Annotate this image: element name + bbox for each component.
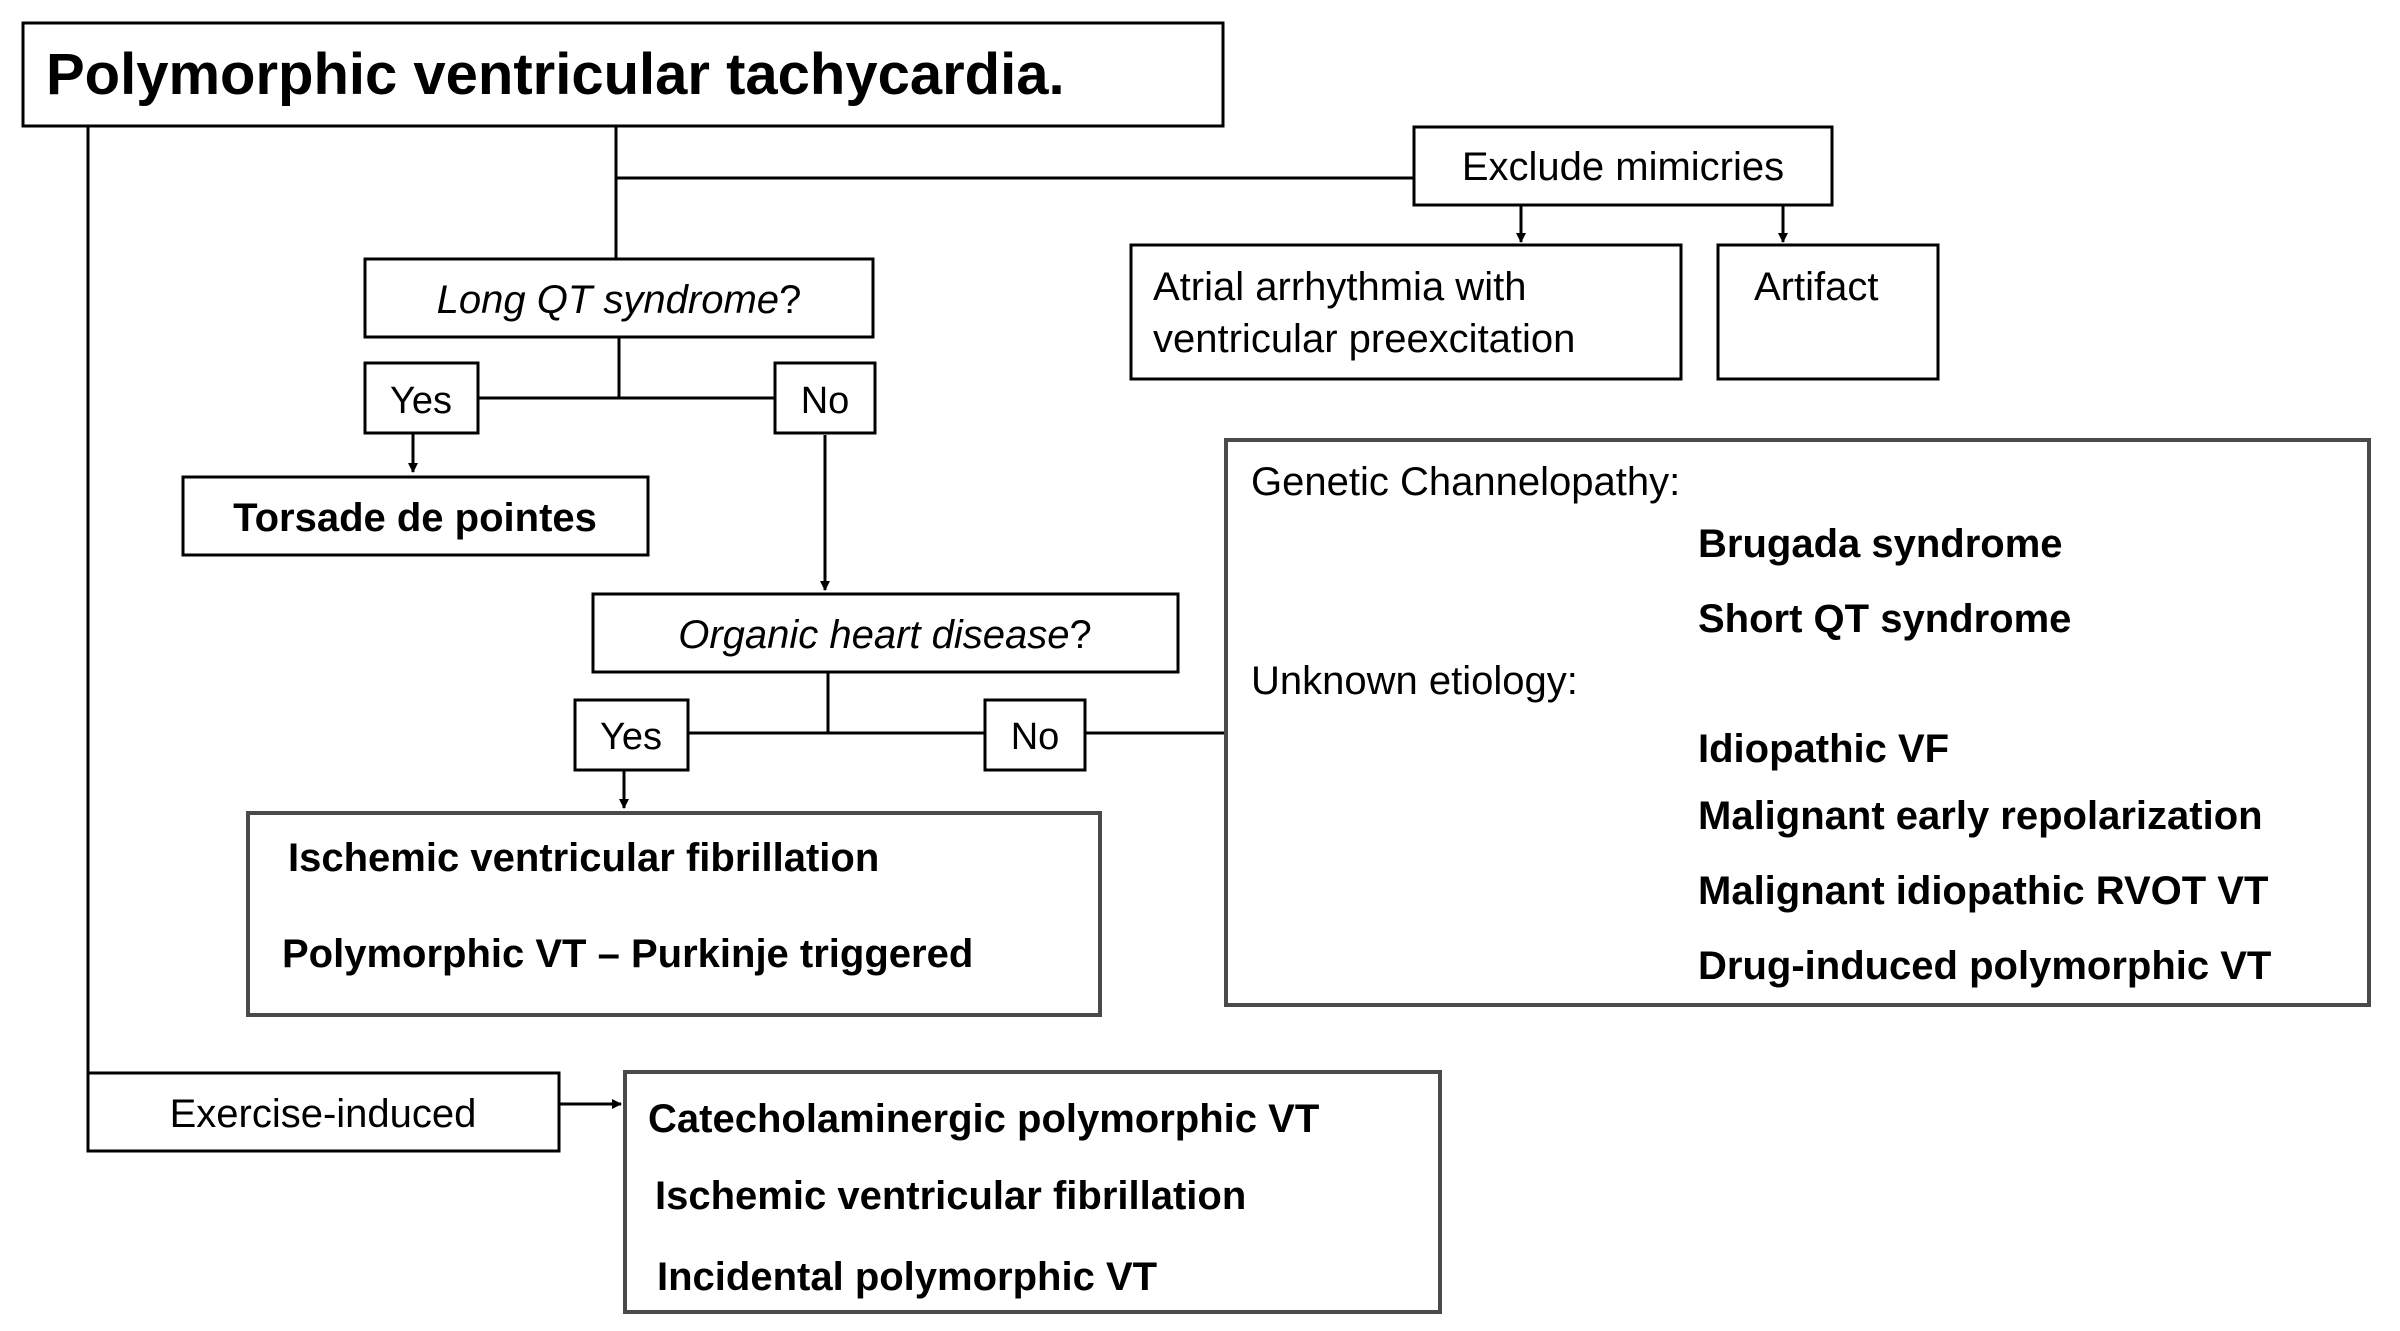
organic-yes-label: Yes	[600, 716, 662, 758]
organic-no-label: No	[1011, 716, 1060, 758]
organic-yes-node: Yes	[573, 698, 690, 772]
longqt-yes-label: Yes	[390, 380, 452, 422]
exercise-result-incidental: Incidental polymorphic VT	[657, 1255, 1157, 1299]
page-title: Polymorphic ventricular tachycardia.	[46, 42, 1065, 107]
exercise-results-node: Catecholaminergic polymorphic VT Ischemi…	[623, 1070, 1442, 1314]
torsade-label: Torsade de pointes	[233, 496, 597, 540]
genetic-heading: Genetic Channelopathy:	[1251, 460, 1680, 504]
unknown-heading: Unknown etiology:	[1251, 659, 1578, 703]
connectors	[86, 126, 1788, 1109]
genetic-node: Genetic Channelopathy: Brugada syndrome …	[1224, 438, 2371, 1007]
unknown-item-idiopathic-vf: Idiopathic VF	[1698, 727, 1949, 771]
exercise-result-cpvt: Catecholaminergic polymorphic VT	[648, 1097, 1319, 1141]
atrial-line-2: ventricular preexcitation	[1153, 317, 1575, 361]
torsade-node: Torsade de pointes	[181, 475, 650, 557]
artifact-node: Artifact	[1716, 243, 1940, 381]
longqt-no-node: No	[773, 361, 877, 435]
ischemic-line-1: Ischemic ventricular fibrillation	[288, 836, 879, 880]
exclude-node: Exclude mimicries	[1412, 125, 1834, 207]
artifact-label: Artifact	[1754, 265, 1878, 309]
organic-question-mark: ?	[1070, 613, 1092, 657]
exercise-result-ischemic: Ischemic ventricular fibrillation	[655, 1174, 1246, 1218]
ischemic-line-2: Polymorphic VT – Purkinje triggered	[282, 932, 973, 976]
organic-node: Organic heart disease?	[591, 592, 1180, 674]
genetic-item-short-qt: Short QT syndrome	[1698, 597, 2071, 641]
atrial-line-1: Atrial arrhythmia with	[1153, 265, 1526, 309]
longqt-question-mark: ?	[779, 278, 801, 322]
genetic-item-brugada: Brugada syndrome	[1698, 522, 2063, 566]
longqt-node: Long QT syndrome?	[363, 257, 875, 339]
unknown-item-early-repol: Malignant early repolarization	[1698, 794, 2263, 838]
organic-question: Organic heart disease?	[678, 613, 1092, 657]
longqt-question: Long QT syndrome?	[437, 278, 802, 322]
longqt-question-text: Long QT syndrome	[437, 278, 779, 322]
unknown-item-drug-induced: Drug-induced polymorphic VT	[1698, 944, 2271, 988]
exercise-node: Exercise-induced	[86, 1071, 561, 1153]
exercise-label: Exercise-induced	[170, 1092, 477, 1136]
exclude-label: Exclude mimicries	[1462, 145, 1784, 189]
longqt-no-label: No	[801, 380, 850, 422]
ischemic-node: Ischemic ventricular fibrillation Polymo…	[246, 811, 1102, 1017]
unknown-item-rvot: Malignant idiopathic RVOT VT	[1698, 869, 2268, 913]
organic-no-node: No	[983, 698, 1087, 772]
atrial-node: Atrial arrhythmia with ventricular preex…	[1129, 243, 1683, 381]
title-node: Polymorphic ventricular tachycardia.	[21, 21, 1225, 128]
longqt-yes-node: Yes	[363, 361, 480, 435]
organic-question-text: Organic heart disease	[678, 613, 1069, 657]
